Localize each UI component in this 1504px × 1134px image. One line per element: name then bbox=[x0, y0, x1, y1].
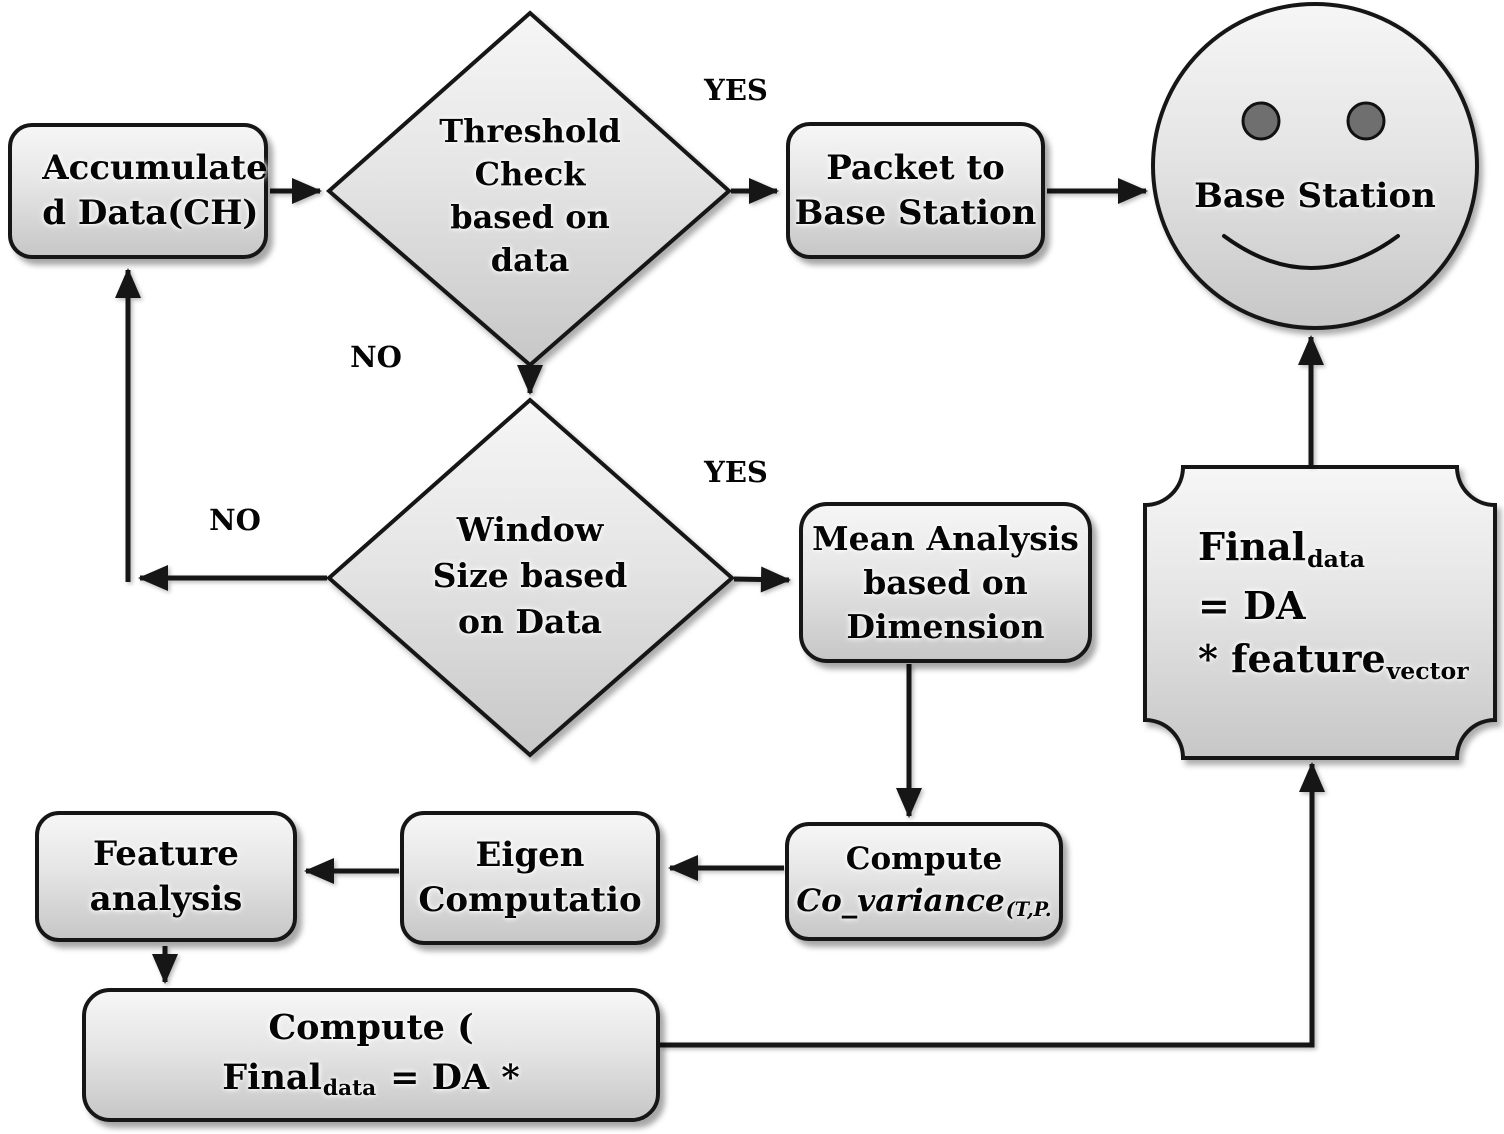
covariance-subscript: (T,P. bbox=[1005, 898, 1052, 922]
node-label-line: data bbox=[490, 241, 570, 279]
final-subscript: data bbox=[1307, 545, 1365, 574]
edge-label-window-no: NO bbox=[209, 503, 261, 537]
node-feature-analysis: Feature analysis bbox=[35, 811, 297, 942]
arrow-compute-final-to-plaque bbox=[660, 762, 1325, 1048]
node-label-line: Compute bbox=[845, 840, 1003, 877]
node-window-size-label: Window Size based on Data bbox=[380, 507, 680, 645]
node-label-line: Packet to bbox=[826, 147, 1005, 188]
smiley-smile-icon bbox=[1222, 234, 1400, 270]
window-size-diamond bbox=[325, 397, 736, 758]
node-label-line: d Data(CH) bbox=[42, 193, 259, 233]
node-label-line: Dimension bbox=[846, 606, 1045, 646]
node-compute-final: Compute ( Finaldata = DA * bbox=[82, 988, 660, 1122]
node-label-line: Mean Analysis bbox=[812, 518, 1079, 558]
final-equation: = DA * bbox=[390, 1056, 520, 1098]
node-threshold-check-label: Threshold Check based on data bbox=[380, 110, 680, 282]
node-label-line: Base Station bbox=[794, 192, 1037, 233]
node-base-station-label: Base Station bbox=[1194, 176, 1436, 216]
node-label-line: Accumulate bbox=[42, 148, 268, 188]
node-label-line: Check bbox=[474, 155, 586, 193]
node-label-line: Finaldata bbox=[1198, 520, 1469, 579]
final-term: Final bbox=[222, 1056, 322, 1098]
smiley-right-eye-icon bbox=[1346, 101, 1386, 141]
feature-subscript: vector bbox=[1386, 657, 1469, 686]
node-final-data-label: Finaldata = DA * featurevector bbox=[1198, 520, 1469, 691]
node-label-line: Compute ( bbox=[268, 1006, 474, 1048]
node-label-line: on Data bbox=[457, 602, 603, 641]
edge-label-threshold-no: NO bbox=[350, 340, 402, 374]
smiley-left-eye-icon bbox=[1241, 101, 1281, 141]
feature-term: * feature bbox=[1198, 636, 1386, 681]
edge-label-threshold-yes: YES bbox=[704, 73, 768, 107]
final-term: Final bbox=[1198, 524, 1307, 569]
node-label-line: based on bbox=[450, 198, 610, 236]
final-subscript: data bbox=[322, 1076, 377, 1101]
node-label-line: analysis bbox=[89, 878, 243, 919]
node-label-line: Eigen bbox=[475, 835, 585, 875]
final-data-plaque bbox=[1143, 465, 1497, 760]
node-label-line: * featurevector bbox=[1198, 632, 1469, 691]
smiley-face-icon bbox=[1151, 2, 1479, 330]
node-label-line: = DA bbox=[1198, 583, 1306, 628]
node-label-line: Window bbox=[456, 510, 604, 549]
node-label-line: Co_variance(T,P. bbox=[796, 880, 1051, 926]
node-label-line: Size based bbox=[432, 556, 628, 595]
node-label-line: Computatio bbox=[418, 880, 642, 920]
node-label-line: Finaldata = DA * bbox=[222, 1053, 519, 1108]
arrow-window-yes-to-mean bbox=[733, 566, 791, 593]
node-label-line: Feature bbox=[93, 833, 239, 874]
edge-label-window-yes: YES bbox=[704, 455, 768, 489]
node-label-line: based on bbox=[863, 562, 1028, 602]
node-mean-analysis: Mean Analysis based on Dimension bbox=[799, 502, 1092, 663]
node-packet-to-base-station: Packet to Base Station bbox=[786, 122, 1045, 259]
node-compute-covariance: Compute Co_variance(T,P. bbox=[785, 822, 1063, 941]
covariance-term: Co_variance bbox=[796, 882, 1005, 919]
node-accumulated-data: Accumulate d Data(CH) bbox=[8, 123, 268, 259]
node-label-line: Threshold bbox=[439, 112, 621, 150]
node-eigen-computation: Eigen Computatio bbox=[400, 811, 660, 945]
